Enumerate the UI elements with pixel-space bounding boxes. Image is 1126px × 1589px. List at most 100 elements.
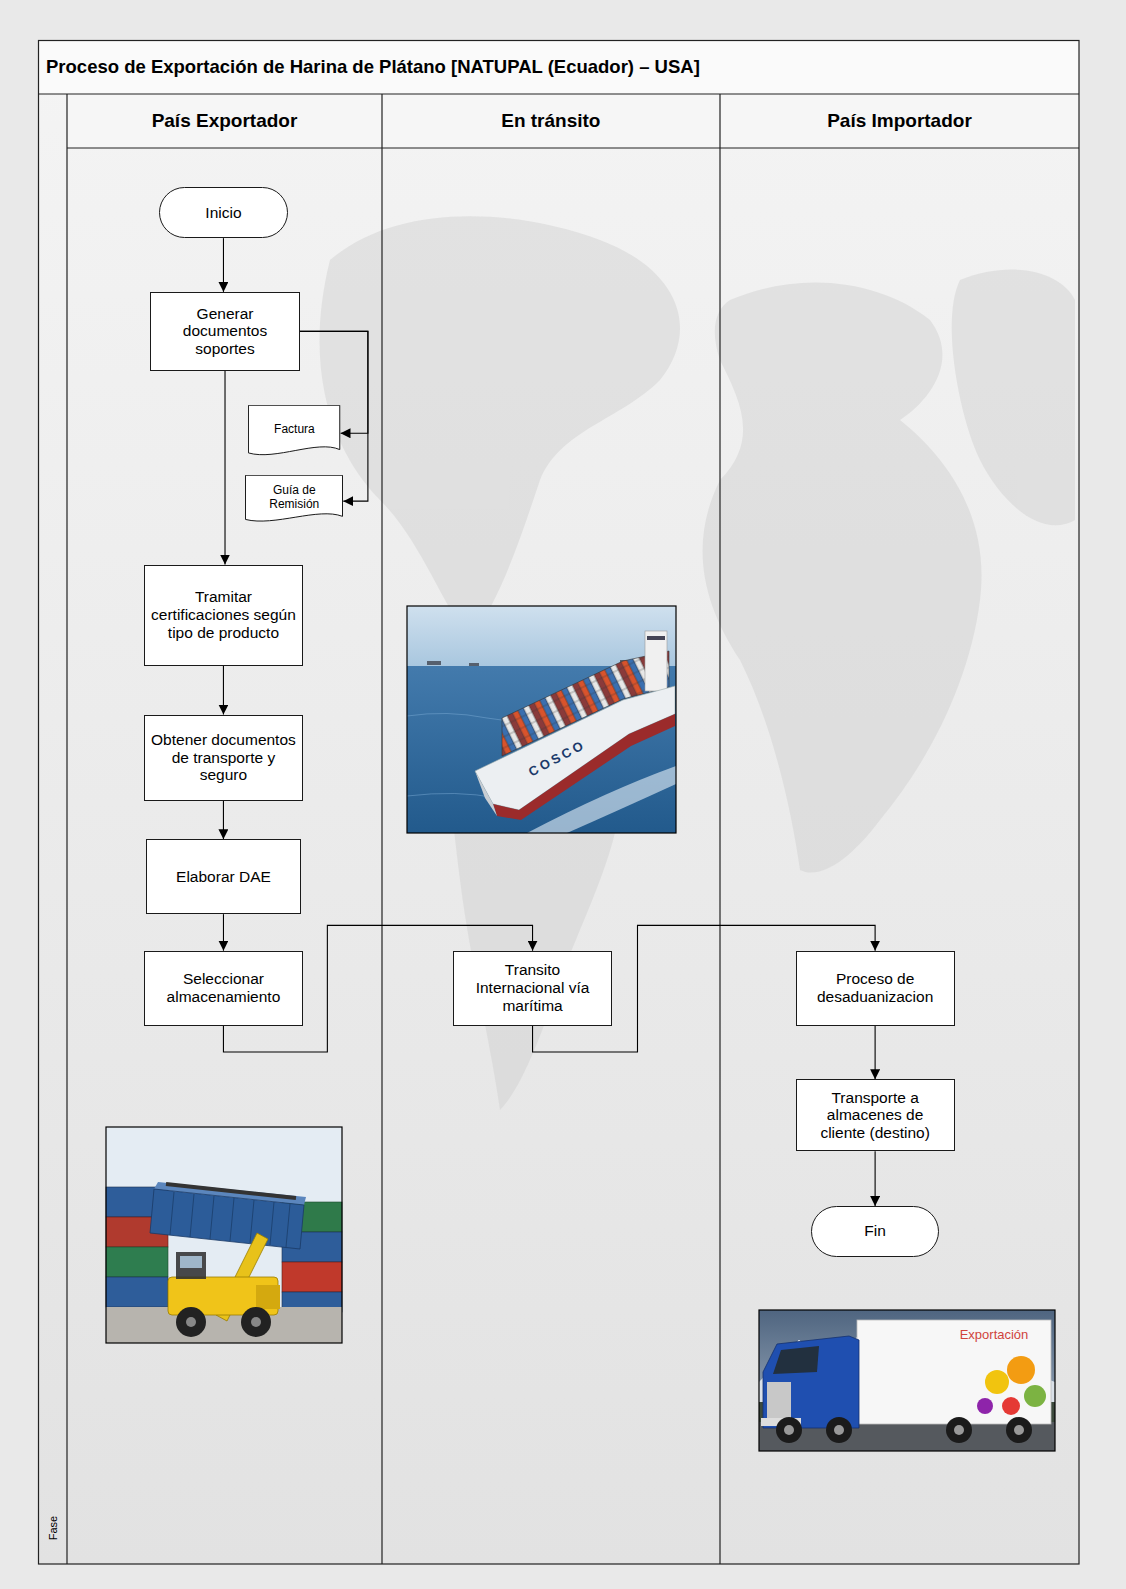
text-wrap: Transporte a almacenes de cliente (desti… bbox=[803, 1089, 948, 1142]
node-text: Transporte a almacenes de cliente (desti… bbox=[803, 1089, 948, 1142]
flow-arrow bbox=[223, 914, 224, 951]
container-handler-photo-part bbox=[106, 1277, 168, 1307]
truck-photo-part bbox=[1006, 1417, 1032, 1443]
lane-title: En tránsito bbox=[501, 110, 600, 132]
text-wrap: Inicio bbox=[205, 204, 241, 222]
terminal-oval: Fin bbox=[811, 1206, 940, 1257]
truck-photo-part bbox=[1002, 1397, 1020, 1415]
text-wrap: Fin bbox=[864, 1222, 886, 1240]
truck-photo-part bbox=[946, 1417, 972, 1443]
truck-photo-part bbox=[773, 1346, 819, 1374]
lane-title: País Exportador bbox=[152, 110, 298, 132]
container-handler-photo-part bbox=[282, 1262, 342, 1292]
diagram-frame-part bbox=[39, 41, 1080, 95]
diagram-frame bbox=[39, 41, 1080, 1565]
container-handler-photo bbox=[106, 1127, 342, 1343]
text-wrap: Elaborar DAE bbox=[176, 868, 271, 886]
node-text: Seleccionar almacenamiento bbox=[151, 970, 296, 1006]
swimlane: En tránsitoTransito Internacional vía ma… bbox=[382, 94, 719, 1564]
phase-label: Fase bbox=[47, 1516, 59, 1540]
ship-photo-part bbox=[469, 663, 479, 666]
text-wrap: Generar documentos soportes bbox=[157, 305, 293, 358]
truck-photo-part bbox=[759, 1310, 1055, 1451]
text-wrap: Obtener documentos de transporte y segur… bbox=[151, 731, 296, 784]
node-text: Elaborar DAE bbox=[176, 868, 271, 886]
lane-title: País Importador bbox=[827, 110, 972, 132]
trailer-lettering: Exportación bbox=[960, 1327, 1029, 1342]
ship-photo-part bbox=[475, 771, 497, 816]
truck-photo-part bbox=[977, 1398, 993, 1414]
truck-photo-part bbox=[1014, 1425, 1024, 1435]
ship-photo-part bbox=[645, 631, 667, 691]
container-handler-photo-part bbox=[106, 1127, 342, 1343]
truck-photo-part bbox=[826, 1417, 852, 1443]
ship-photo-part bbox=[407, 793, 497, 798]
node-text: Inicio bbox=[205, 204, 241, 222]
process-box: Generar documentos soportes bbox=[150, 292, 300, 371]
diagram-frame-part bbox=[67, 94, 1079, 148]
container-handler-photo-part bbox=[180, 1256, 202, 1268]
node-text: Tramitar certificaciones según tipo de p… bbox=[151, 588, 296, 641]
container-handler-photo-part bbox=[170, 1192, 290, 1247]
truck-photo-part bbox=[1007, 1356, 1035, 1384]
process-box: Transporte a almacenes de cliente (desti… bbox=[796, 1079, 955, 1151]
ship-photo-part bbox=[407, 606, 676, 833]
ship-photo-part bbox=[493, 714, 675, 820]
swimlane-lines-part bbox=[67, 147, 1079, 148]
diagram-title: Proceso de Exportación de Harina de Plát… bbox=[46, 41, 700, 95]
node-text: Factura bbox=[274, 422, 315, 436]
container-handler-photo-part bbox=[106, 1127, 342, 1343]
swimlane-lines bbox=[39, 41, 1080, 1565]
document-shape: Guía de Remisión bbox=[245, 475, 343, 527]
truck-photo-part bbox=[1024, 1385, 1046, 1407]
ship-photo-part bbox=[647, 636, 665, 640]
truck-photo-part bbox=[776, 1417, 802, 1443]
world-map-watermark-part bbox=[703, 283, 982, 873]
truck-photo bbox=[759, 1310, 1055, 1451]
text-wrap: Tramitar certificaciones según tipo de p… bbox=[151, 588, 296, 641]
flow-arrow bbox=[875, 1026, 876, 1080]
document-shape: Factura bbox=[248, 405, 340, 461]
ship-photo bbox=[407, 606, 676, 833]
lane-header: En tránsito bbox=[382, 94, 719, 148]
swimlane-lines-part bbox=[39, 93, 1080, 94]
swimlane: País ImportadorProceso de desaduanizacio… bbox=[720, 94, 1080, 1564]
lane-header: País Exportador bbox=[67, 94, 382, 148]
truck-photo-part bbox=[763, 1336, 859, 1428]
swimlane-lines-part bbox=[39, 41, 1080, 1565]
flow-arrow bbox=[223, 666, 224, 715]
node-text: Transito Internacional vía marítima bbox=[460, 961, 605, 1014]
truck-photo-part bbox=[784, 1425, 794, 1435]
process-box: Proceso de desaduanizacion bbox=[796, 951, 955, 1026]
text-wrap: Guía de Remisión bbox=[250, 483, 338, 512]
swimlane-lines-part bbox=[66, 94, 67, 1564]
lane-header: País Importador bbox=[720, 94, 1080, 148]
node-text: Proceso de desaduanizacion bbox=[803, 970, 948, 1006]
container-handler-photo-part bbox=[106, 1247, 168, 1277]
flow-arrow bbox=[875, 1151, 876, 1206]
node-text: Obtener documentos de transporte y segur… bbox=[151, 731, 296, 784]
ship-photo-part bbox=[475, 686, 675, 810]
process-box: Transito Internacional vía marítima bbox=[453, 951, 612, 1026]
ship-photo-part bbox=[427, 661, 441, 665]
world-map-watermark-part bbox=[952, 270, 1075, 526]
container-handler-photo-part bbox=[176, 1307, 206, 1337]
container-handler-photo-part bbox=[241, 1307, 271, 1337]
flow-arrow bbox=[223, 801, 224, 840]
document-outline-path bbox=[246, 476, 343, 522]
truck-photo-part bbox=[857, 1320, 1051, 1424]
node-text: Generar documentos soportes bbox=[157, 305, 293, 358]
flow-arrow bbox=[224, 371, 225, 565]
node-text: Guía de Remisión bbox=[250, 483, 338, 512]
connector-group bbox=[223, 238, 875, 1206]
ship-photo-part bbox=[407, 606, 676, 833]
truck-photo-part bbox=[954, 1425, 964, 1435]
truck-photo-part bbox=[759, 1310, 1055, 1451]
truck-photo-part bbox=[985, 1370, 1009, 1394]
container-handler-photo-part bbox=[176, 1252, 206, 1279]
node-text: Fin bbox=[864, 1222, 886, 1240]
process-box: Seleccionar almacenamiento bbox=[144, 951, 303, 1026]
terminal-oval: Inicio bbox=[159, 187, 288, 238]
